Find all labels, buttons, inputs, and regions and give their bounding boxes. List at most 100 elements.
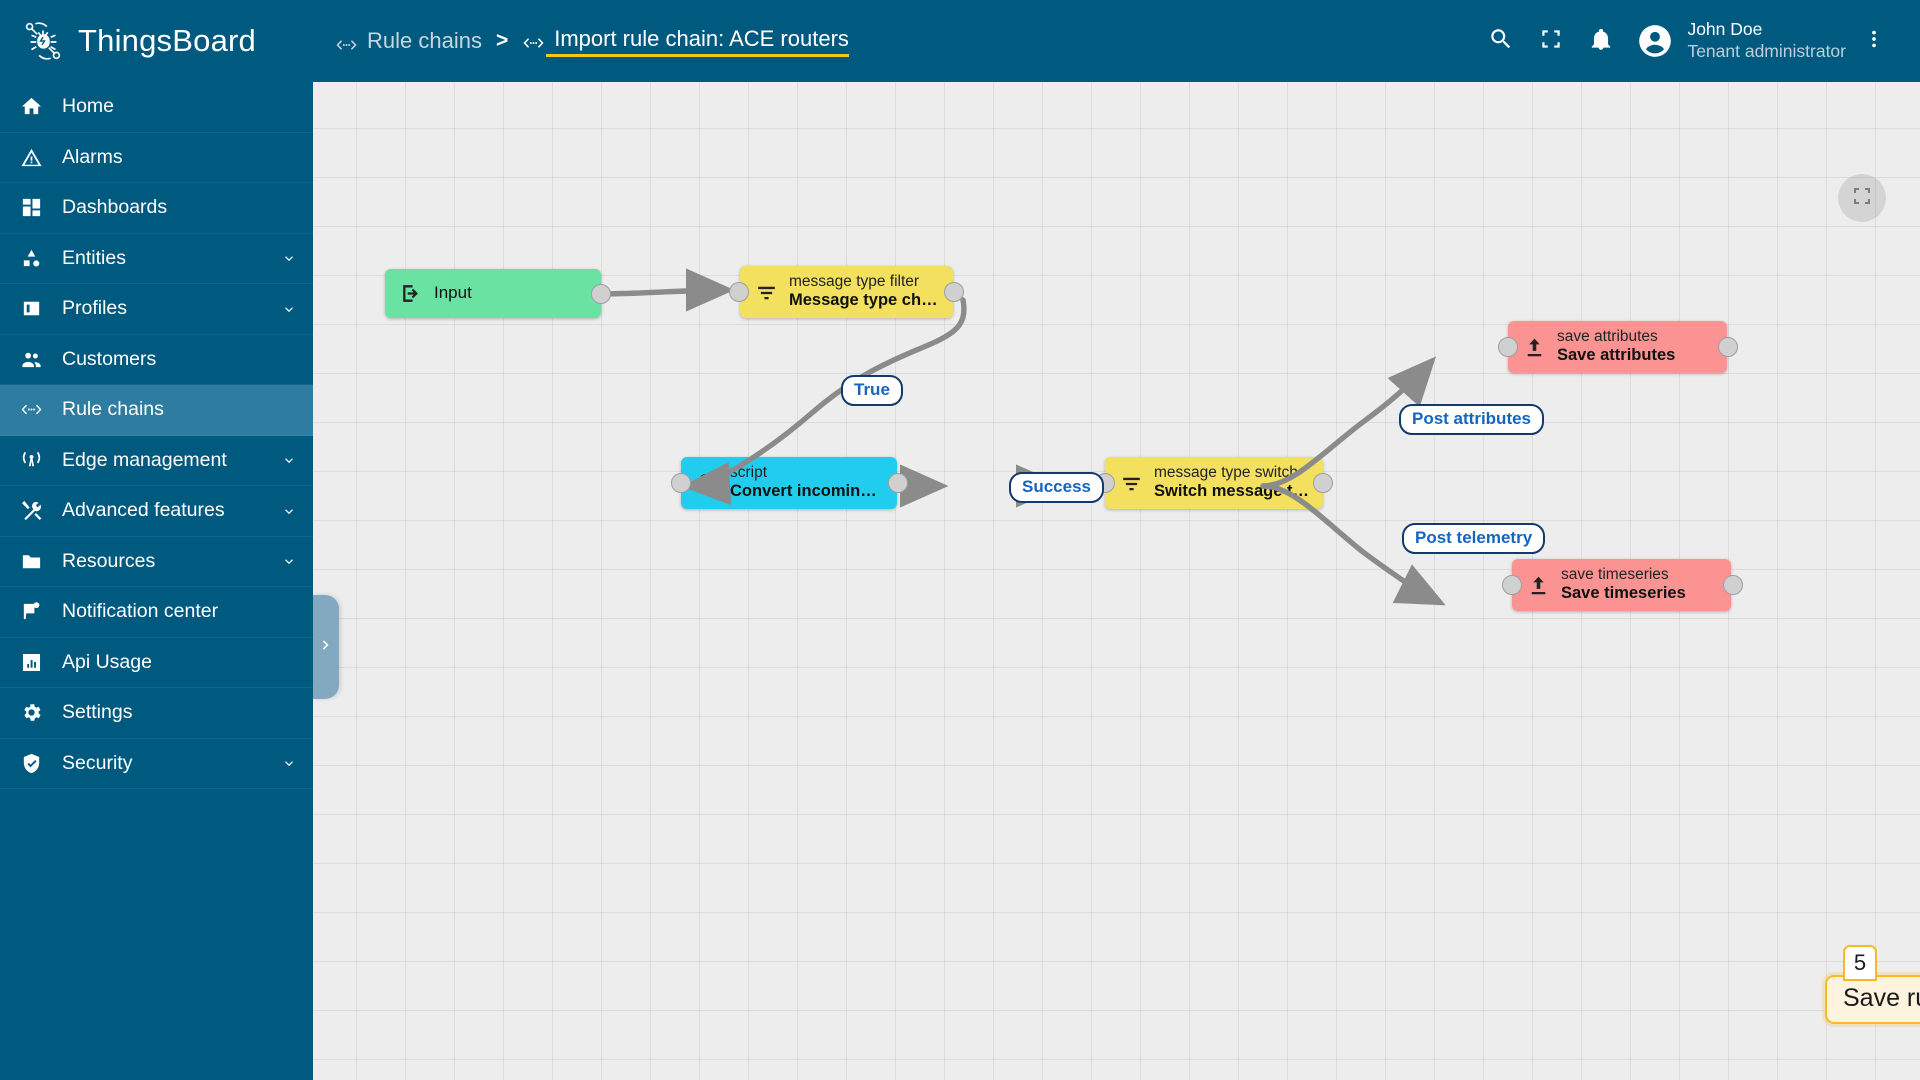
thingsboard-bug-logo-icon [20, 18, 66, 64]
sidebar-item-api-usage[interactable]: Api Usage [0, 638, 313, 688]
top-toolbar: Rule chains > Import rule chain: ACE rou… [313, 0, 1920, 82]
sidebar-label: Api Usage [62, 650, 152, 673]
breadcrumb: Rule chains > Import rule chain: ACE rou… [335, 26, 1476, 57]
node-label: Save attributes [1557, 346, 1676, 365]
sidebar-item-dashboards[interactable]: Dashboards [0, 183, 313, 234]
more-vert-icon [1863, 28, 1885, 55]
library-panel-toggle[interactable] [313, 595, 339, 699]
node-type-label: message type filter [789, 273, 920, 291]
sidebar-label: Resources [62, 549, 156, 572]
chevron-down-icon[interactable] [281, 553, 297, 569]
sidebar-item-home[interactable]: Home [0, 82, 313, 133]
node-save-timeseries[interactable]: save timeseries Save timeseries [1512, 559, 1731, 611]
node-output-port[interactable] [888, 473, 908, 493]
user-name: John Doe [1687, 19, 1763, 40]
account-circle-icon [1636, 22, 1674, 60]
filter-icon [752, 278, 780, 306]
breadcrumb-item-rule-chains[interactable]: Rule chains [335, 28, 482, 54]
sidebar-label: Notification center [62, 600, 219, 623]
sidebar-label: Dashboards [62, 196, 168, 219]
node-type-label: save attributes [1557, 328, 1658, 346]
node-type-label: save timeseries [1561, 566, 1669, 584]
sidebar: ThingsBoard Home Alarms Dashboards Entit… [0, 0, 313, 1080]
user-menu[interactable]: John Doe Tenant administrator [1636, 19, 1846, 63]
breadcrumb-item-current[interactable]: Import rule chain: ACE routers [522, 26, 849, 57]
canvas-fullscreen-button[interactable] [1838, 174, 1886, 222]
rule-chain-icon [18, 397, 44, 423]
node-label: Convert incoming dat… [730, 482, 885, 501]
upload-icon [1520, 333, 1548, 361]
node-input-port[interactable] [1502, 575, 1522, 595]
dashboards-grid-icon [18, 195, 44, 221]
node-input-port[interactable] [671, 473, 691, 493]
notifications-button[interactable] [1576, 16, 1626, 66]
edge-antenna-icon [18, 447, 44, 473]
sidebar-label: Rule chains [62, 398, 164, 421]
profiles-badge-icon [18, 296, 44, 322]
node-label: Switch message type [1154, 482, 1311, 501]
node-type-label: script [730, 464, 768, 482]
sidebar-item-rule-chains[interactable]: Rule chains [0, 385, 313, 436]
input-arrow-icon [397, 280, 425, 308]
sidebar-item-security[interactable]: Security [0, 739, 313, 789]
sidebar-item-resources[interactable]: Resources [0, 537, 313, 587]
fullscreen-icon [1850, 184, 1874, 213]
sidebar-item-entities[interactable]: Entities [0, 234, 313, 284]
entities-icon [18, 245, 44, 271]
gear-icon [18, 700, 44, 726]
chevron-down-icon[interactable] [281, 452, 297, 468]
node-output-port[interactable] [1718, 337, 1738, 357]
search-icon [1488, 26, 1514, 57]
tour-tooltip: Save rule chain [1825, 975, 1920, 1024]
sidebar-label: Home [62, 95, 115, 118]
edge-label-post-telemetry[interactable]: Post telemetry [1402, 523, 1546, 554]
sidebar-label: Entities [62, 246, 126, 269]
tools-icon [18, 498, 44, 524]
breadcrumb-separator: > [495, 29, 509, 52]
customers-people-icon [18, 346, 44, 372]
chevron-down-icon[interactable] [281, 755, 297, 771]
sidebar-item-settings[interactable]: Settings [0, 688, 313, 739]
sidebar-item-customers[interactable]: Customers [0, 335, 313, 385]
node-save-attributes[interactable]: save attributes Save attributes [1508, 321, 1727, 373]
edge-label-post-attributes[interactable]: Post attributes [1399, 404, 1545, 435]
fullscreen-icon [1538, 26, 1564, 57]
home-icon [18, 94, 44, 120]
search-button[interactable] [1476, 16, 1526, 66]
node-message-type-filter[interactable]: message type filter Message type check [740, 266, 953, 318]
node-input-port[interactable] [1498, 337, 1518, 357]
sidebar-item-alarms[interactable]: Alarms [0, 133, 313, 183]
sidebar-nav: Home Alarms Dashboards Entities Profile [0, 82, 313, 1080]
node-message-type-switch[interactable]: message type switch Switch message type [1105, 457, 1323, 509]
chevron-down-icon[interactable] [281, 503, 297, 519]
bell-icon [1588, 26, 1614, 57]
node-output-port[interactable] [591, 284, 611, 304]
edge-label-true[interactable]: True [841, 375, 903, 406]
sidebar-item-profiles[interactable]: Profiles [0, 284, 313, 335]
fullscreen-button[interactable] [1526, 16, 1576, 66]
sidebar-item-notification-center[interactable]: Notification center [0, 587, 313, 638]
node-input-port[interactable] [729, 282, 749, 302]
node-label: Input [434, 283, 472, 303]
brand-logo-block[interactable]: ThingsBoard [0, 0, 313, 82]
node-script[interactable]: script Convert incoming dat… [681, 457, 897, 509]
chevron-down-icon[interactable] [281, 250, 297, 266]
chevron-down-icon[interactable] [281, 301, 297, 317]
edge-label-success[interactable]: Success [1009, 472, 1104, 503]
node-type-label: message type switch [1154, 464, 1298, 482]
more-options-button[interactable] [1854, 19, 1894, 63]
breadcrumb-label: Rule chains [367, 28, 482, 53]
toolbar-actions: John Doe Tenant administrator [1476, 16, 1894, 66]
filter-icon [1117, 469, 1145, 497]
node-input[interactable]: Input [385, 269, 601, 318]
rule-chain-canvas[interactable]: Input message type filter Message type c… [313, 82, 1920, 1080]
tour-step-number: 5 [1843, 945, 1877, 981]
node-output-port[interactable] [1723, 575, 1743, 595]
sidebar-item-edge-management[interactable]: Edge management [0, 436, 313, 486]
node-output-port[interactable] [1313, 473, 1333, 493]
sidebar-item-advanced-features[interactable]: Advanced features [0, 486, 313, 537]
sidebar-label: Security [62, 751, 133, 774]
sidebar-label: Advanced features [62, 499, 225, 522]
node-output-port[interactable] [944, 282, 964, 302]
shield-icon [18, 750, 44, 776]
